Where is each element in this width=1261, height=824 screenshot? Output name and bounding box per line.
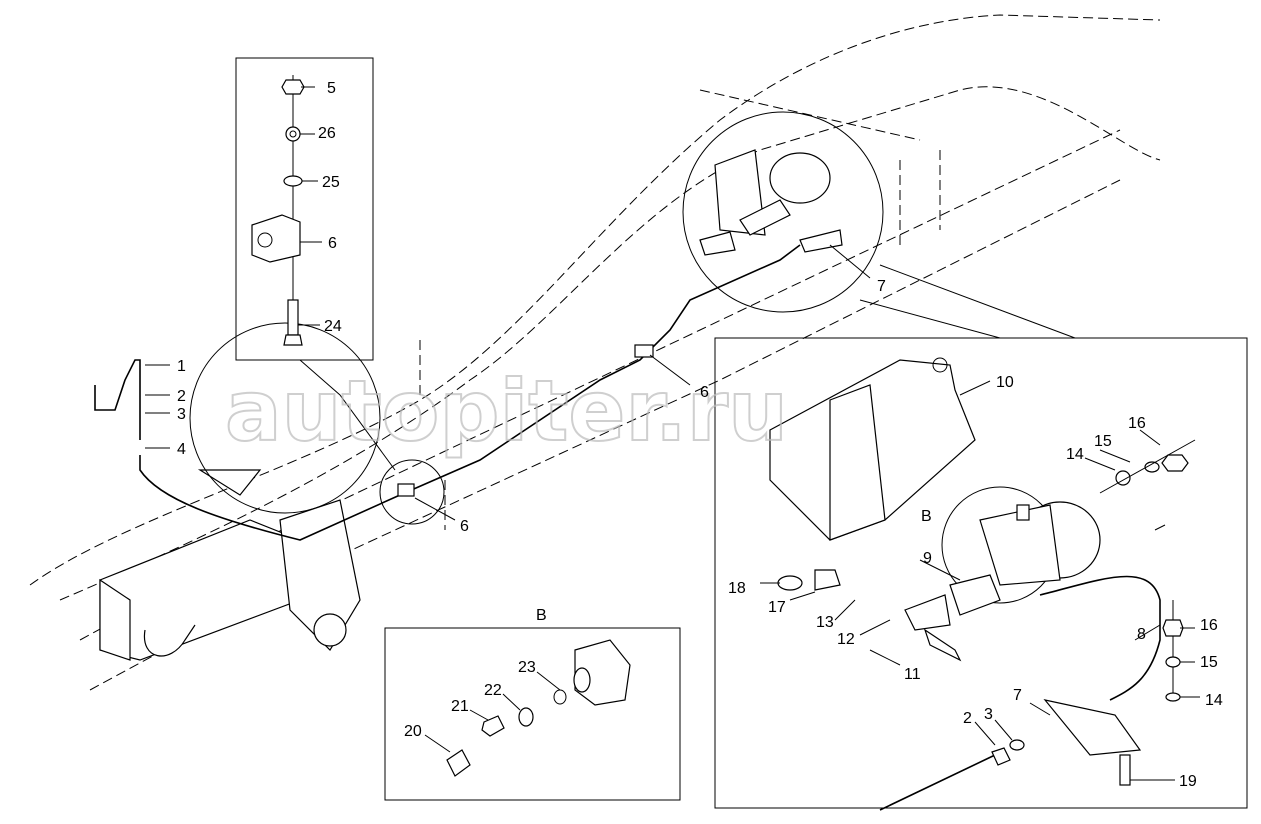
part-label: 19 [1179,773,1197,790]
part-label: 22 [484,682,502,699]
detail-b-title: B [536,607,547,624]
svg-text:autopiter.ru: autopiter.ru [225,362,788,460]
detail-circle-top [189,322,381,514]
part-label: 7 [877,278,886,295]
detail-circle-valve [682,111,884,313]
part-label: 15 [1094,433,1112,450]
part-label: 7 [1013,687,1022,704]
part-label: 10 [996,374,1014,391]
part-label: 21 [451,698,469,715]
part-label: 14 [1205,692,1223,709]
rear-crossmember [99,469,361,661]
part-label: 9 [923,550,932,567]
leader-lines [145,86,1200,781]
part-label: 3 [177,406,186,423]
detail-circle-mid [379,459,445,525]
part-label: 15 [1200,654,1218,671]
part-label: 2 [963,710,972,727]
part-label: B [921,508,932,525]
watermark: autopiter.ru [224,361,789,461]
part-label: 4 [177,441,186,458]
part-label: 2 [177,388,186,405]
inset-top-box [235,57,374,361]
part-label: 26 [318,125,336,142]
part-label: 12 [837,631,855,648]
clamp-6b [397,483,415,497]
main-labels: 1 2 3 4 6 6 7 [177,278,886,535]
part-label: 20 [404,723,422,740]
part-label: 6 [328,235,337,252]
detail-right-labels: 10 16 15 14 B 9 18 17 13 12 11 8 16 15 1… [728,374,1223,790]
part-label: 23 [518,659,536,676]
part-label: 14 [1066,446,1084,463]
part-label: 6 [460,518,469,535]
inset-top-parts [251,75,305,346]
detail-b-parts [446,639,631,777]
part-label: 11 [904,666,921,683]
part-label: 18 [728,580,746,597]
detail-right-parts [769,357,1196,811]
inset-top-labels: 5 26 25 6 24 [318,80,342,335]
part-label: 3 [984,706,993,723]
pipe-line [94,244,801,541]
part-label: 16 [1128,415,1146,432]
part-label: 24 [324,318,342,335]
part-label: 1 [177,358,186,375]
part-label: 6 [700,384,709,401]
part-label: 8 [1137,626,1146,643]
clutch-servo-main [699,149,843,256]
part-label: 13 [816,614,834,631]
part-label: 5 [327,80,336,97]
part-label: 16 [1200,617,1218,634]
detail-b-labels: B 23 22 21 20 [404,607,547,740]
detail-right-box [714,337,1248,809]
part-label: 25 [322,174,340,191]
part-label: 17 [768,599,786,616]
detail-b-box [384,627,681,801]
clamp-6 [634,344,654,358]
